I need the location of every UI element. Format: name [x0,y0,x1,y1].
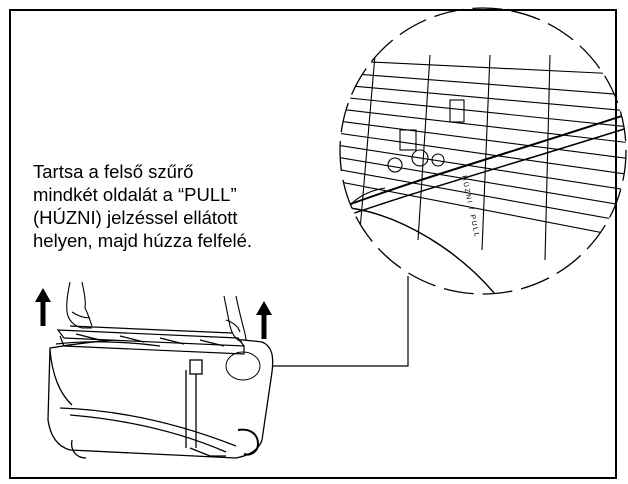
indoor-unit [47,336,274,459]
instruction-text: Tartsa a felső szűrő mindkét oldalát a “… [33,160,318,252]
leader-line [258,276,409,367]
diagram-frame [9,9,617,479]
left-hand-icon [66,281,93,329]
left-up-arrow-icon [35,288,51,326]
instruction-line: mindkét oldalát a “PULL” [33,184,237,205]
pull-label: HÚZNI / PULL [460,175,482,239]
instruction-line: Tartsa a felső szűrő [33,161,194,182]
instruction-line: (HÚZNI) jelzéssel ellátott [33,207,238,228]
right-hand-icon [223,295,247,343]
top-filter [55,325,246,355]
right-up-arrow-icon [256,301,272,339]
pull-zone-circle [225,351,261,381]
detail-zoom-view [339,7,627,295]
instruction-line: helyen, majd húzza felfelé. [33,230,253,251]
